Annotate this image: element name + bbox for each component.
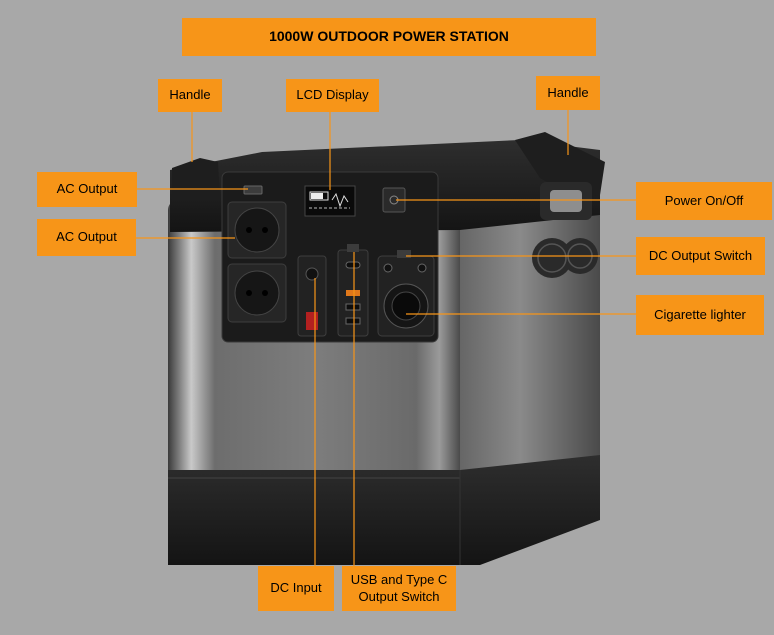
side-panel bbox=[440, 150, 600, 500]
label-handle-right: Handle bbox=[536, 76, 600, 110]
ac-switch[interactable] bbox=[243, 185, 263, 195]
label-dc-input: DC Input bbox=[258, 566, 334, 611]
bottom-base bbox=[168, 455, 600, 565]
diagram-title: 1000W OUTDOOR POWER STATION bbox=[182, 18, 596, 56]
label-usb-type-c: USB and Type C Output Switch bbox=[342, 566, 456, 611]
dc-input-block bbox=[297, 255, 327, 337]
label-lcd-display: LCD Display bbox=[286, 79, 379, 112]
label-ac-output-2: AC Output bbox=[37, 219, 136, 256]
label-ac-output-1: AC Output bbox=[37, 172, 137, 207]
lcd-screen bbox=[304, 185, 356, 217]
label-power-on-off: Power On/Off bbox=[636, 182, 772, 220]
handle-right bbox=[515, 132, 605, 198]
label-dc-output-switch: DC Output Switch bbox=[636, 237, 765, 275]
label-cigarette-lighter: Cigarette lighter bbox=[636, 295, 764, 335]
label-handle-left: Handle bbox=[158, 79, 222, 112]
